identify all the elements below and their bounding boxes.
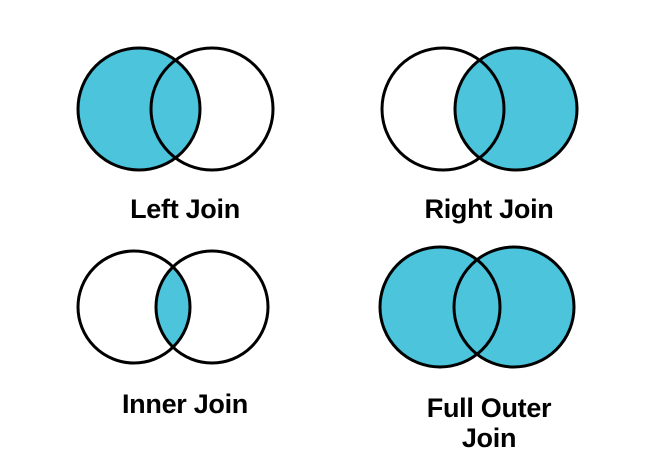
right-join-left-circle-outline [380,46,506,172]
panel-inner-join-label: Inner Join [121,389,248,419]
inner-join-right-circle-outline [154,249,270,365]
venn-left-join [76,46,275,172]
full-outer-join-right-circle-outline [452,245,576,369]
left-join-right-circle-outline [149,46,275,172]
full-outer-join-right-circle-fill [454,247,574,367]
inner-join-left-circle-outline [76,249,192,365]
left-join-left-circle-outline [76,46,202,172]
left-join-left-circle-fill [78,48,200,170]
panel-full-outer-join: Full Outer Join [364,243,614,453]
full-outer-join-left-circle-outline [378,245,502,369]
panel-inner-join: Inner Join [60,243,310,419]
venn-full-outer-join [378,245,576,369]
panel-right-join-label: Right Join [424,194,554,224]
right-join-right-circle-fill [455,48,577,170]
panel-full-outer-join-label: Full Outer Join [426,393,552,454]
venn-inner-join [76,249,270,365]
panel-left-join-label: Left Join [130,194,240,224]
panel-right-join: Right Join [364,40,614,224]
panel-left-join: Left Join [60,40,310,224]
right-join-right-circle-outline [453,46,579,172]
venn-right-join [380,46,579,172]
